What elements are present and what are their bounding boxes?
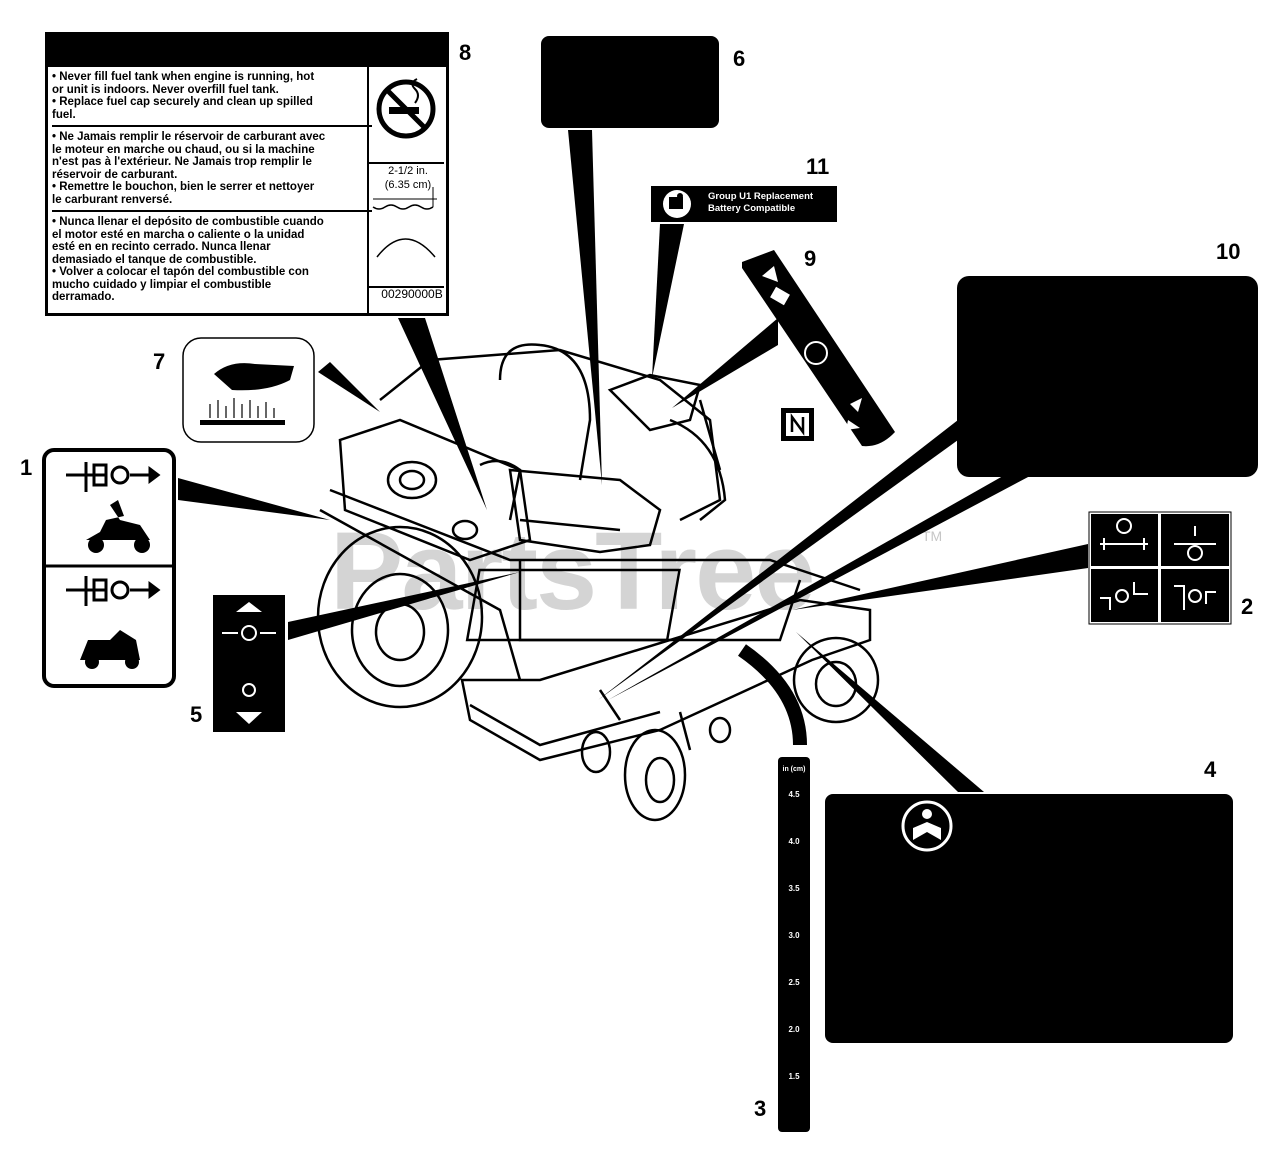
hot-surface-decal [182,337,315,443]
callout-8: 8 [459,40,472,65]
height-gauge-marks: in (cm) 4.5 4.0 3.5 3.0 2.5 2.0 1.5 [778,766,810,1081]
leader-8 [398,318,487,510]
leader-7 [318,362,380,412]
height-gauge-mark: 3.0 [788,931,800,940]
fuel-text-line: esté en en recinto cerrado. Nunca llenar [52,241,271,253]
decal-6 [541,36,719,128]
battery-text-line1: Group U1 Replacement [708,191,814,202]
fuel-text-line: or unit is indoors. Never overfill fuel … [52,83,279,96]
fuel-fill-level-metric: (6.35 cm) [384,179,432,191]
callout-9: 9 [804,246,817,271]
pto-engage-icon [66,462,161,492]
fuel-text-line: réservoir de carburant. [52,168,178,181]
battery-manual-icon [663,190,691,218]
fuel-text-line: n'est pas à l'extérieur. Ne Jamais trop … [52,156,312,168]
leader-6 [568,130,602,485]
callout-1: 1 [20,455,33,480]
leader-1 [178,478,330,520]
fuel-text-line: fuel. [52,108,76,121]
fuel-text-english: • Never fill fuel tank when engine is ru… [52,71,372,127]
callout-5: 5 [190,702,203,727]
throttle-up-icon [236,602,262,612]
fuel-text-line: le carburant renversé. [52,193,173,206]
throttle-rabbit-turtle-icon [241,625,257,641]
leader-3 [737,644,807,746]
battery-text: Group U1 Replacement Battery Compatible [708,191,813,215]
fuel-text-line: • Volver a colocar el tapón del combusti… [52,266,309,278]
fuel-text-line: • Replace fuel cap securely and clean up… [52,96,313,108]
leader-10a [598,420,958,700]
fuel-text-line: • Nunca llenar el depósito de combustibl… [52,216,324,228]
leader-4 [796,632,984,792]
throttle-decal [213,595,285,732]
hot-surface-hand-icon [214,363,294,391]
fuel-text-line: mucho cuidado y limpiar el combustible [52,278,272,291]
pto-decal [42,448,176,688]
fuel-warning-text: • Never fill fuel tank when engine is ru… [52,71,372,312]
fuel-text-line: demasiado el tanque de combustible. [52,253,257,266]
callout-11: 11 [806,154,830,179]
callout-6: 6 [733,46,746,71]
callout-7: 7 [153,349,166,374]
callout-10: 10 [1216,239,1241,264]
no-smoking-icon [369,78,446,288]
decal-10 [957,276,1258,477]
fuel-text-line: • Never fill fuel tank when engine is ru… [52,71,315,83]
leader-11 [652,224,684,378]
height-gauge-mark: 1.5 [788,1072,800,1081]
fuel-text-french: • Ne Jamais remplir le réservoir de carb… [52,131,372,212]
callout-3: 3 [754,1096,767,1121]
callout-2: 2 [1241,594,1254,619]
height-gauge-mark: 4.0 [788,837,800,846]
fuel-text-line: le moteur en marche ou chaud, ou si la m… [52,143,315,156]
leader-9 [672,318,778,408]
read-manual-icon [901,800,953,852]
height-gauge-mark: 3.5 [788,884,800,893]
fuel-warning-side-panel: 2-1/2 in. (6.35 cm) [367,67,446,313]
height-gauge-mark: 4.5 [788,790,800,799]
drive-lever-decal [1088,511,1232,625]
watermark: PartsTree [330,510,815,633]
neutral-lever-icon [790,413,805,436]
fuel-text-line: el motor esté en marcha o caliente o la … [52,228,305,241]
fuel-label-part-number: 00290000B [381,287,443,301]
trademark: TM [922,528,943,544]
decal-4 [825,794,1233,1043]
fuel-text-line: • Remettre le bouchon, bien le serrer et… [52,181,315,193]
fuel-text-line: derramado. [52,291,115,303]
choke-icon [242,683,256,697]
fuel-warning-decal: • Never fill fuel tank when engine is ru… [45,32,449,316]
leader-2 [792,544,1088,610]
height-gauge-mark: 2.5 [788,978,800,987]
leader-10b [608,472,1030,700]
height-gauge-mark: 2.0 [788,1025,800,1034]
height-gauge-unit: in (cm) [782,766,806,773]
fuel-warning-header [48,35,446,67]
fuel-text-line: • Ne Jamais remplir le réservoir de carb… [52,131,326,143]
battery-text-line2: Battery Compatible [708,203,796,214]
drive-lever-direction-icon [1100,518,1216,610]
fuel-fill-level: 2-1/2 in. [388,165,428,177]
leader-5 [288,572,520,640]
throttle-down-icon [236,712,262,724]
fuel-text-spanish: • Nunca llenar el depósito de combustibl… [52,216,372,308]
battery-decal: Group U1 Replacement Battery Compatible [651,186,837,222]
height-gauge-decal [778,757,810,1132]
neutral-strip-decal [742,250,895,447]
callout-4: 4 [1204,757,1217,782]
